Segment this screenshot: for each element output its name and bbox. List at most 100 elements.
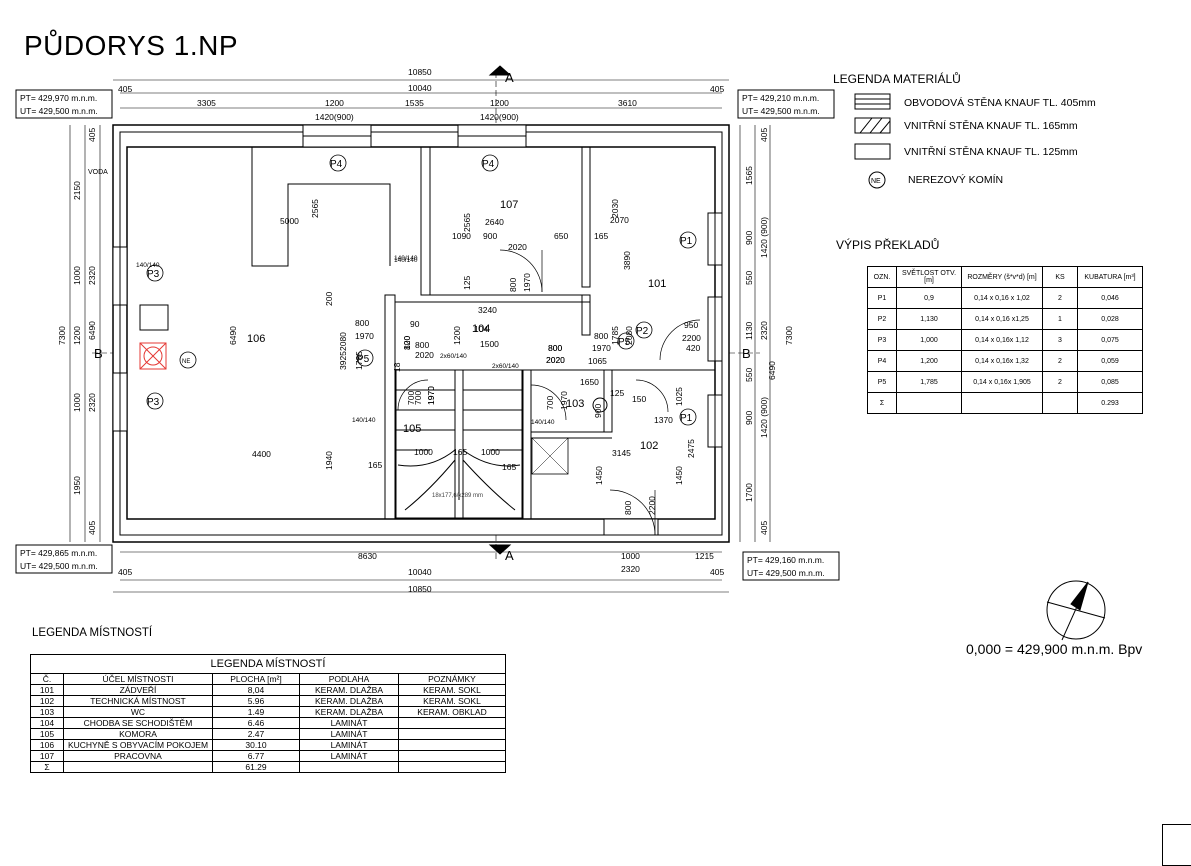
header-cell: KUBATURA [m³] [1077, 266, 1143, 288]
table-cell: 103 [30, 706, 64, 718]
table-cell: 0,14 x 0,16x 1,12 [961, 329, 1043, 351]
header-cell: POZNÁMKY [398, 673, 506, 685]
section-a-top: A [505, 70, 514, 85]
dim-interior: 140/140 [136, 262, 160, 269]
dim-interior: 1785 [610, 326, 620, 345]
table-cell: KERAM. DLAŽBA [299, 684, 399, 696]
table-cell: 5.96 [212, 695, 300, 707]
level-bottom-right-ut: UT= 429,500 m.n.m. [747, 568, 825, 578]
table-cell: P5 [867, 371, 897, 393]
table-cell: 0,14 x 0,16x 1,905 [961, 371, 1043, 393]
dim-right: 1565 [744, 166, 754, 185]
table-cell: 0,059 [1077, 350, 1143, 372]
dim-interior: 3925 [338, 351, 348, 370]
wall-104-right [581, 294, 591, 336]
table-cell: 30.10 [212, 739, 300, 751]
dim-interior: 165 [502, 462, 516, 472]
dim-top: 1200 [490, 98, 509, 108]
lintel-tag-p4: P4 [482, 159, 495, 170]
dim-interior: 18 [392, 362, 402, 372]
table-cell: KOMORA [63, 728, 213, 740]
page-title: PŮDORYS 1.NP [24, 30, 238, 61]
table-cell: 104 [30, 717, 64, 729]
header-cell: Č. [30, 673, 64, 685]
dim-interior: 100 [402, 336, 412, 350]
dim-interior: 2020 [415, 350, 434, 360]
lintel-tag-p3: P3 [147, 397, 160, 408]
dim-left: 2150 [72, 181, 82, 200]
dim-top: 10040 [408, 83, 432, 93]
dim-top: 405 [118, 84, 132, 94]
table-cell: 0,075 [1077, 329, 1143, 351]
dim-interior: 800 [548, 343, 562, 353]
room-104: 104 [472, 323, 490, 335]
dim-left: 2320 [87, 393, 97, 412]
section-b-right: B [742, 346, 751, 361]
dim-interior: 820 [402, 336, 412, 350]
table-cell: 8,04 [212, 684, 300, 696]
table-cell: LAMINÁT [299, 728, 399, 740]
table-cell: ZÁDVEŘÍ [63, 684, 213, 696]
dim-interior: 950 [684, 320, 698, 330]
wall-105-left [384, 294, 396, 520]
dim-interior: 800 [548, 343, 562, 353]
dim-right: 900 [744, 411, 754, 425]
entrance-door [603, 518, 659, 536]
dim-interior: 800 [508, 278, 518, 292]
table-cell [398, 739, 506, 751]
lintel-tag-p1: P1 [680, 413, 693, 424]
dim-left: 1000 [72, 393, 82, 412]
dim-interior: 140/140 [352, 417, 376, 424]
table-cell: 6.77 [212, 750, 300, 762]
table-cell: KERAM. SOKL [398, 684, 506, 696]
dim-bottom: 405 [118, 567, 132, 577]
table-cell: LAMINÁT [299, 717, 399, 729]
table-cell: 61.29 [212, 761, 300, 773]
dim-interior: 165 [453, 447, 467, 457]
table-cell: 1.49 [212, 706, 300, 718]
wall-107-right [581, 146, 591, 288]
datum-elevation: 0,000 = 429,900 m.n.m. Bpv [966, 641, 1143, 657]
dim-left: 2320 [87, 266, 97, 285]
dim-interior: 800 [415, 340, 429, 350]
dim-interior: 1970 [559, 391, 569, 410]
dim-bottom: 2320 [621, 564, 640, 574]
dim-right: 7300 [784, 326, 794, 345]
table-cell [896, 392, 962, 414]
dim-interior: 150 [632, 394, 646, 404]
dim-bottom: 405 [710, 567, 724, 577]
room-101: 101 [648, 278, 666, 290]
chimney-legend-symbol: NE [871, 178, 881, 185]
room-106: 106 [247, 333, 265, 345]
table-cell [961, 392, 1043, 414]
dim-left: 6490 [87, 321, 97, 340]
table-cell: 0.293 [1077, 392, 1143, 414]
dim-interior: 2020 [546, 355, 565, 365]
level-bottom-right-pt: PT= 429,160 m.n.m. [747, 555, 824, 565]
dim-interior: 420 [686, 343, 700, 353]
level-bottom-left-ut: UT= 429,500 m.n.m. [20, 561, 98, 571]
dim-interior: 3145 [612, 448, 631, 458]
level-bottom-left-pt: PT= 429,865 m.n.m. [20, 548, 97, 558]
level-top-left-pt: PT= 429,970 m.n.m. [20, 93, 97, 103]
table-cell: 102 [30, 695, 64, 707]
table-cell: 6.46 [212, 717, 300, 729]
table-cell: CHODBA SE SCHODIŠTĚM [63, 717, 213, 729]
table-cell: KERAM. DLAŽBA [299, 695, 399, 707]
dim-top: 3610 [618, 98, 637, 108]
stair-note: 18x177,6/x289 mm [432, 493, 483, 499]
header-cell: PODLAHA [299, 673, 399, 685]
dim-interior: 2200 [647, 496, 657, 515]
table-cell: 2 [1042, 350, 1078, 372]
dim-interior: 2070 [610, 215, 629, 225]
dim-interior: 3890 [622, 251, 632, 270]
dim-interior: 1025 [674, 387, 684, 406]
dim-bottom: 1215 [695, 551, 714, 561]
